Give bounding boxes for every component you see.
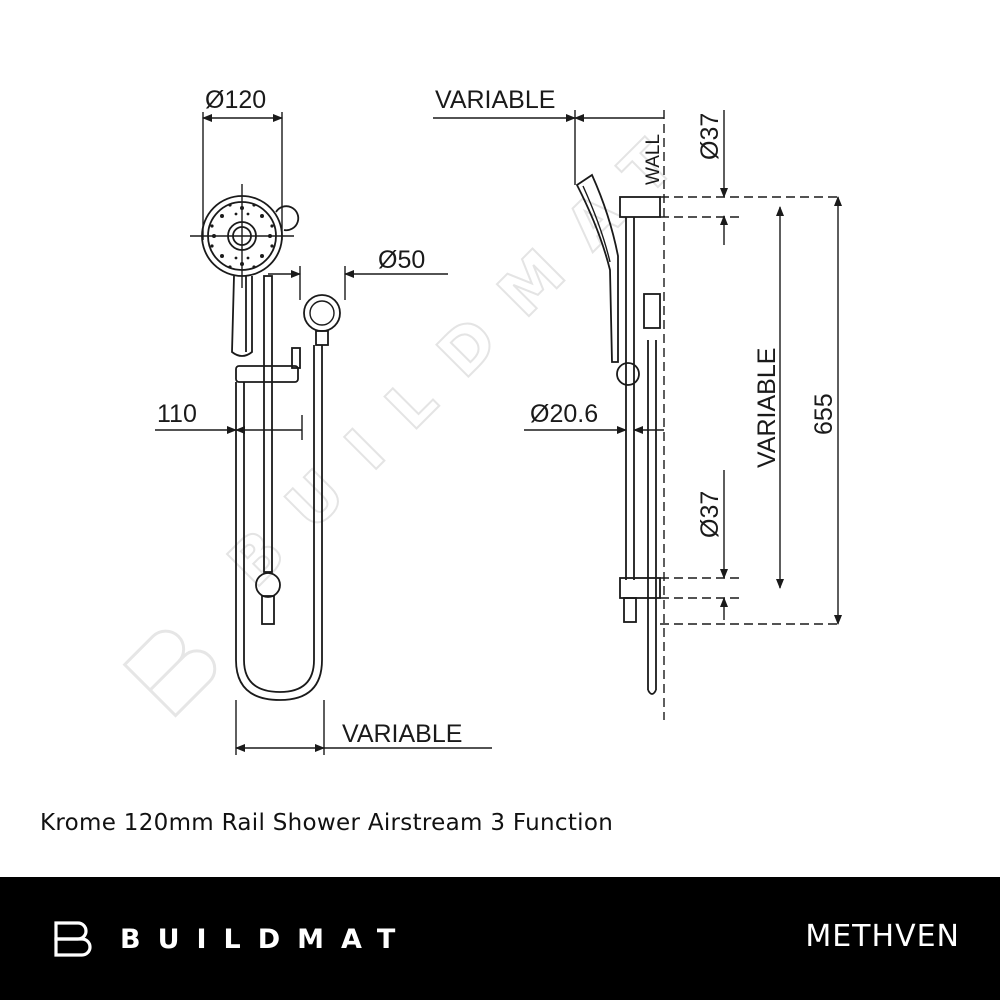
rail: [263, 275, 273, 573]
watermark-text: BUILDMAT: [214, 103, 712, 601]
bottom-bracket: [619, 577, 661, 599]
side-view: VARIABLE WALL Ø37 Ø20.6: [433, 86, 842, 720]
top-bracket: [619, 196, 661, 218]
footer-bar: BUILDMAT METHVEN: [0, 877, 1000, 1000]
dim-variable-vertical: VARIABLE: [753, 348, 781, 468]
dim-variable-bottom: VARIABLE: [342, 720, 462, 748]
dim-diameter-37-bottom: Ø37: [696, 491, 724, 538]
wall-elbow-side: [643, 293, 661, 329]
methven-wordmark: METHVEN: [805, 919, 960, 954]
dim-diameter-37-top: Ø37: [696, 113, 724, 160]
product-title: Krome 120mm Rail Shower Airstream 3 Func…: [40, 810, 614, 836]
hose: [235, 345, 323, 701]
rail-slider: [235, 365, 299, 383]
wall-label: WALL: [643, 134, 664, 185]
buildmat-wordmark: BUILDMAT: [120, 923, 413, 955]
watermark: BUILDMAT: [122, 102, 713, 718]
dim-diameter-120: Ø120: [205, 86, 266, 114]
dim-variable-top: VARIABLE: [435, 86, 555, 114]
dim-offset-110: 110: [157, 400, 197, 428]
dim-diameter-50: Ø50: [378, 246, 425, 274]
shower-head: [190, 184, 300, 357]
buildmat-mark-icon: [54, 921, 92, 957]
dim-diameter-20-6: Ø20.6: [530, 400, 598, 428]
technical-drawing: BUILDMAT Ø120: [122, 86, 842, 755]
handset-side: [575, 173, 619, 363]
front-view: Ø120: [155, 86, 492, 755]
dim-height-655: 655: [810, 393, 838, 435]
buildmat-logo: BUILDMAT: [52, 919, 412, 959]
